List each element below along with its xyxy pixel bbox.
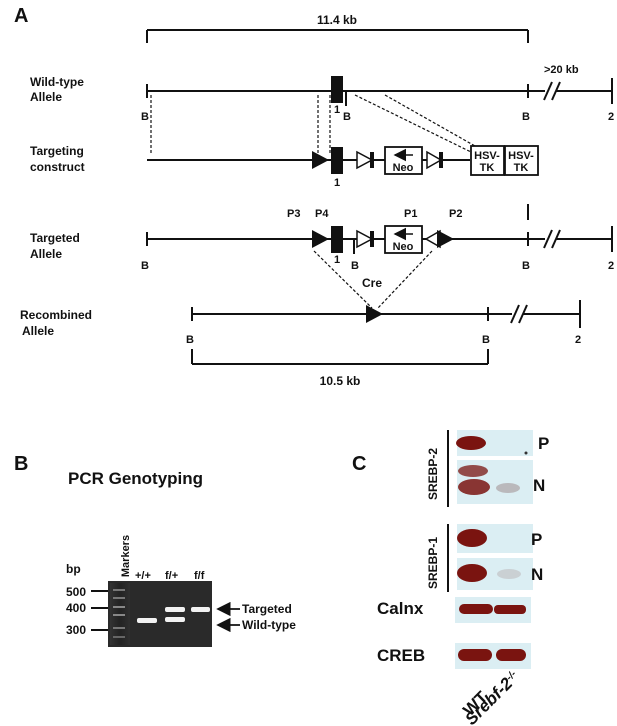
ta-exon-1-box <box>331 226 343 253</box>
ra-label-line2: Allele <box>22 324 54 338</box>
ta-label-line1: Targeted <box>30 231 80 245</box>
panel-b-letter: B <box>14 453 28 475</box>
ladder-400: 400 <box>66 601 86 615</box>
tc-label-line2: construct <box>30 160 85 174</box>
agarose-gel <box>108 581 212 647</box>
band-srebp2-n-wt <box>458 479 490 495</box>
primer-p2: P2 <box>449 208 462 220</box>
ladder-500: 500 <box>66 585 86 599</box>
gt20-label: >20 kb <box>544 64 579 76</box>
hsv1-line2: TK <box>480 162 495 174</box>
recombined-allele <box>191 300 581 328</box>
span-bracket-top <box>146 29 529 43</box>
wt-b-site-3: B <box>522 111 530 123</box>
band-srebp1-p-wt <box>457 529 487 547</box>
wt-exon-2-label: 2 <box>608 111 614 123</box>
ta-exon-1-label: 1 <box>334 254 340 266</box>
panel-a-letter: A <box>14 5 28 27</box>
panel-c-letter: C <box>352 453 366 475</box>
frt-site-right <box>426 150 443 170</box>
primer-p4: P4 <box>315 208 329 220</box>
hsv-tk-box-1 <box>470 145 505 176</box>
exon-1-box <box>331 76 343 103</box>
cre-label: Cre <box>362 276 382 290</box>
loxp-site <box>312 151 329 169</box>
wt-b-site-2: B <box>343 111 351 123</box>
creb-label: CREB <box>377 646 425 665</box>
ta-label-line2: Allele <box>30 247 62 261</box>
hsv2-line1: HSV- <box>508 150 534 162</box>
band-label-targeted: Targeted <box>242 602 292 616</box>
wild-type-allele-label: Wild-type Allele <box>30 75 84 104</box>
targeting-construct <box>147 145 539 176</box>
srebp1-p-label: P <box>531 530 542 549</box>
targeted-allele <box>146 225 613 254</box>
band-srebp1-n-wt <box>457 564 487 582</box>
ra-label-line1: Recombined <box>20 308 92 322</box>
gel-band-het-wildtype <box>165 617 185 622</box>
ta-b-site-3: B <box>522 260 530 272</box>
srebp1-n-label: N <box>531 565 543 584</box>
cre-recombination-lines <box>313 250 433 309</box>
loxp-site <box>366 305 383 323</box>
ra-exon-2-label: 2 <box>575 334 581 346</box>
band-srebp2-n-wt-upper <box>458 465 488 477</box>
frt-site-left <box>356 150 374 170</box>
lane-label-markers: Markers <box>120 535 132 577</box>
ra-b-site-2: B <box>482 334 490 346</box>
span-bottom-label: 10.5 kb <box>320 374 361 388</box>
wt-b-site-1: B <box>141 111 149 123</box>
band-creb-wt <box>458 649 492 661</box>
srebp2-n-label: N <box>533 476 545 495</box>
span-top-label: 11.4 kb <box>317 13 357 27</box>
srebp2-p-label: P <box>538 434 549 453</box>
tc-exon-1-box <box>331 147 343 174</box>
band-creb-ko <box>496 649 526 661</box>
ra-b-site-1: B <box>186 334 194 346</box>
pcr-title: PCR Genotyping <box>68 469 203 488</box>
wt-label-line2: Allele <box>30 90 62 104</box>
tc-label-line1: Targeting <box>30 144 84 158</box>
tc-exon-1-label: 1 <box>334 177 340 189</box>
primer-p3: P3 <box>287 208 300 220</box>
ta-b-site-2: B <box>351 260 359 272</box>
wt-label-line1: Wild-type <box>30 75 84 89</box>
lane-label-het: f/+ <box>165 570 178 582</box>
wt-exon-1-label: 1 <box>334 104 340 116</box>
loxp-site <box>312 230 329 248</box>
tc-neo-label: Neo <box>393 162 414 174</box>
frt-site-left <box>356 229 374 249</box>
band-calnx-ko <box>494 605 526 614</box>
wild-type-allele <box>146 76 613 106</box>
loxp-site-right <box>437 230 454 248</box>
span-bracket-bottom <box>191 349 489 365</box>
ta-b-site-1: B <box>141 260 149 272</box>
calnx-label: Calnx <box>377 599 424 618</box>
lane-label-wt: +/+ <box>135 570 151 582</box>
ladder-300: 300 <box>66 623 86 637</box>
homology-dashed-lines <box>150 94 476 154</box>
band-label-wildtype: Wild-type <box>242 618 296 632</box>
lane-label-ff: f/f <box>194 570 205 582</box>
ta-exon-2-label: 2 <box>608 260 614 272</box>
hsv1-line1: HSV- <box>474 150 500 162</box>
hsv2-line2: TK <box>514 162 529 174</box>
srebp1-label: SREBP-1 <box>426 537 440 589</box>
hsv-tk-box-2 <box>504 145 539 176</box>
gel-band-wt-wildtype <box>137 618 157 623</box>
band-srebp2-p-wt <box>456 436 486 450</box>
bp-label: bp <box>66 562 81 576</box>
ta-neo-label: Neo <box>393 241 414 253</box>
band-calnx-wt <box>459 604 493 614</box>
srebp2-label: SREBP-2 <box>426 448 440 500</box>
gel-band-ff-targeted <box>191 607 210 612</box>
primer-p1: P1 <box>404 208 417 220</box>
gel-band-het-targeted <box>165 607 185 612</box>
